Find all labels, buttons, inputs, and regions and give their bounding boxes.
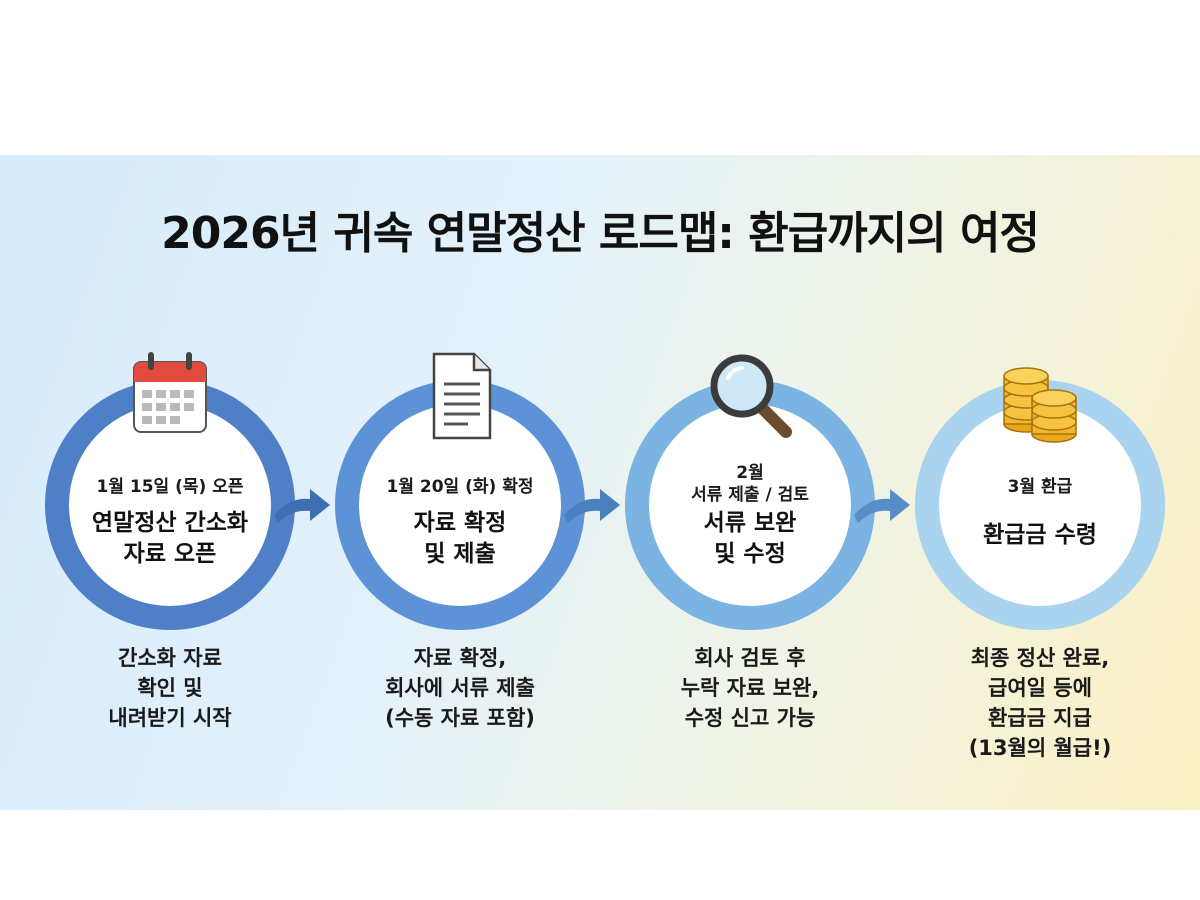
description-line: 최종 정산 완료,	[970, 646, 1110, 670]
description-line: 회사 검토 후	[694, 646, 806, 670]
step-2-title: 자료 확정 및 제출	[360, 508, 560, 570]
description-line: 급여일 등에	[988, 676, 1092, 700]
description-line: (13월의 월급!)	[968, 736, 1112, 760]
magnifier-icon	[710, 354, 792, 438]
description-line: (수동 자료 포함)	[385, 706, 535, 730]
step-1-title-line: 연말정산 간소화	[91, 510, 249, 536]
description-line: 회사에 서류 제출	[385, 676, 535, 700]
step-2-title-line: 및 제출	[424, 541, 496, 567]
step-2-description: 자료 확정, 회사에 서류 제출 (수동 자료 포함)	[330, 643, 590, 733]
step-3-title: 서류 보완 및 수정	[650, 508, 850, 570]
step-4-title-line: 환급금 수령	[983, 522, 1097, 548]
description-line: 누락 자료 보완,	[680, 676, 820, 700]
step-1-open: 1월 15일 (목) 오픈 연말정산 간소화 자료 오픈	[45, 352, 295, 630]
step-4-description: 최종 정산 완료, 급여일 등에 환급금 지급 (13월의 월급!)	[910, 643, 1170, 763]
step-1-title-line: 자료 오픈	[123, 541, 217, 567]
arrow-right-icon	[274, 489, 330, 523]
document-icon	[432, 352, 492, 440]
step-4-date: 3월 환급	[1007, 477, 1073, 497]
step-2-date: 1월 20일 (화) 확정	[386, 477, 534, 497]
step-4-title: 환급금 수령	[940, 520, 1140, 551]
step-3-date: 2월 서류 제출 / 검토	[650, 462, 850, 506]
roadmap-infographic: 2026년 귀속 연말정산 로드맵: 환급까지의 여정 1월 15일 (목) 오…	[0, 155, 1200, 810]
arrow-right-icon	[564, 489, 620, 523]
coins-icon	[1003, 367, 1077, 443]
page-title: 2026년 귀속 연말정산 로드맵: 환급까지의 여정	[161, 208, 1040, 259]
step-1-title: 연말정산 간소화 자료 오픈	[70, 508, 270, 570]
description-line: 내려받기 시작	[108, 706, 232, 730]
description-line: 수정 신고 가능	[684, 706, 816, 730]
step-4-refund: 3월 환급 환급금 수령	[915, 367, 1165, 630]
description-line: 자료 확정,	[413, 646, 507, 670]
step-3-review: 2월 서류 제출 / 검토 서류 보완 및 수정	[625, 354, 875, 630]
step-2-confirm: 1월 20일 (화) 확정 자료 확정 및 제출	[335, 352, 585, 630]
description-line: 간소화 자료	[118, 646, 222, 670]
step-3-title-line: 서류 보완	[703, 510, 797, 536]
arrow-right-icon	[854, 489, 910, 523]
step-3-description: 회사 검토 후 누락 자료 보완, 수정 신고 가능	[620, 643, 880, 733]
step-3-date-line: 2월	[736, 463, 764, 483]
step-3-date-line: 서류 제출 / 검토	[691, 485, 809, 505]
description-line: 환급금 지급	[988, 706, 1092, 730]
step-1-date: 1월 15일 (목) 오픈	[96, 477, 244, 497]
step-1-description: 간소화 자료 확인 및 내려받기 시작	[40, 643, 300, 733]
step-3-title-line: 및 수정	[714, 541, 786, 567]
step-2-title-line: 자료 확정	[413, 510, 507, 536]
description-line: 확인 및	[137, 676, 203, 700]
calendar-icon	[133, 352, 207, 433]
